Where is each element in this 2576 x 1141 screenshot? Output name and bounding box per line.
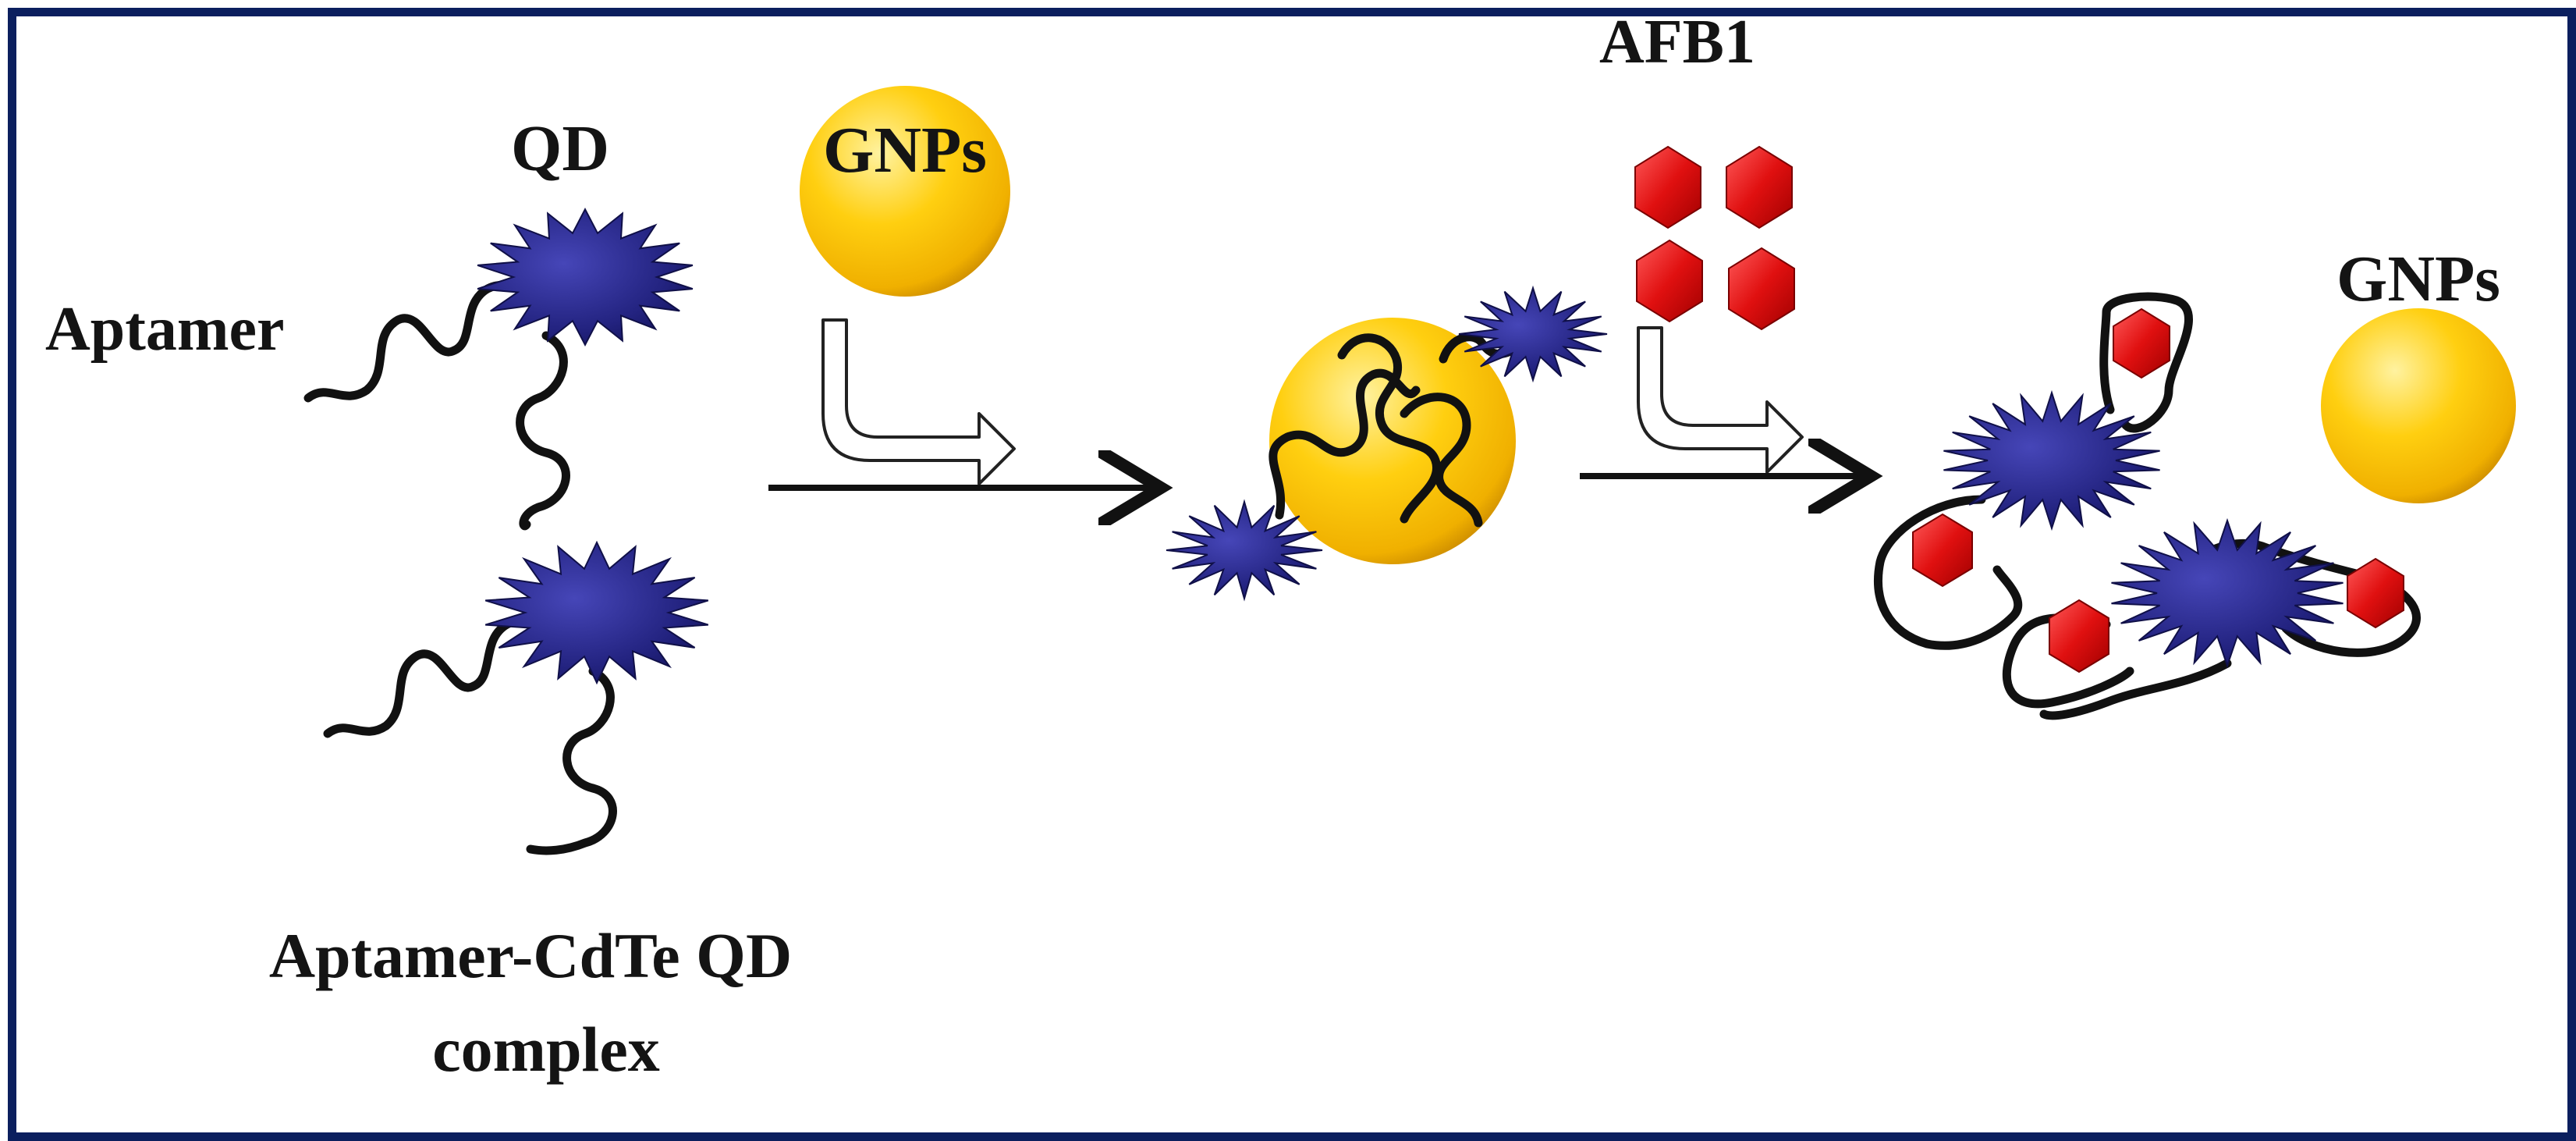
aptamer-strand <box>516 331 570 531</box>
complex-label-line2: complex <box>432 1014 659 1085</box>
aptamer-strand <box>1337 333 1442 524</box>
complex-top <box>303 208 694 531</box>
quantum-dot-shape <box>477 208 694 347</box>
gnp-aptamer-complex <box>1166 285 1608 602</box>
quantum-dot-shape <box>1458 285 1608 383</box>
afb1-hexagon-shape <box>2347 557 2404 629</box>
afb1-molecule-icon <box>2347 557 2404 629</box>
quantum-dot-icon <box>484 540 709 685</box>
hollow-bent-arrow-icon <box>821 318 1016 485</box>
released-complex-lower <box>2002 517 2421 720</box>
afb1-hexagon-shape <box>1728 247 1795 331</box>
afb1-hexagon-shape <box>1634 145 1701 229</box>
aptamer-strand <box>1400 393 1483 528</box>
afb1-hexagon-shape <box>2113 307 2170 379</box>
quantum-dot-icon <box>1943 389 2160 531</box>
gnps-label-top: GNPs <box>823 114 987 187</box>
gnps-label-right: GNPs <box>2336 243 2500 315</box>
afb1-molecule-icon <box>2113 307 2170 379</box>
qd-label: QD <box>511 112 609 185</box>
aptamer-label: Aptamer <box>45 295 285 364</box>
quantum-dot-shape <box>1166 499 1323 602</box>
quantum-dot-shape <box>484 540 709 685</box>
aptamer-loop <box>2039 659 2232 720</box>
afb1-hexagon-shape <box>1636 239 1703 323</box>
afb1-molecule-icon <box>2049 599 2109 674</box>
afb1-molecule-icon <box>1634 145 1701 229</box>
released-complex-upper <box>1874 292 2193 650</box>
gold-nanoparticle-icon <box>800 86 1010 297</box>
quantum-dot-icon <box>477 208 694 347</box>
aptamer-loop <box>2099 292 2193 433</box>
afb1-hexagon-shape <box>1912 513 1973 588</box>
aptamer-strand <box>1268 368 1421 520</box>
complex-label-line1: Aptamer-CdTe QD <box>269 920 792 991</box>
quantum-dot-icon <box>1166 499 1323 602</box>
complex-bottom <box>323 540 709 855</box>
afb1-hexagon-shape <box>1726 145 1793 229</box>
quantum-dot-icon <box>2111 517 2344 669</box>
quantum-dot-shape <box>1943 389 2160 531</box>
afb1-molecule-icon <box>1636 239 1703 323</box>
quantum-dot-icon <box>1458 285 1608 383</box>
afb1-group <box>1634 145 1795 331</box>
aptamer-strand <box>526 666 617 855</box>
afb1-molecule-icon <box>1726 145 1793 229</box>
aptamer-loop <box>1874 495 2023 650</box>
afb1-molecule-icon <box>1912 513 1973 588</box>
afb1-hexagon-shape <box>2049 599 2109 674</box>
afb1-molecule-icon <box>1728 247 1795 331</box>
gold-nanoparticle-icon <box>2321 308 2516 503</box>
afb1-label: AFB1 <box>1599 8 1755 76</box>
quantum-dot-shape <box>2111 517 2344 669</box>
hollow-bent-arrow-icon <box>1637 326 1804 474</box>
